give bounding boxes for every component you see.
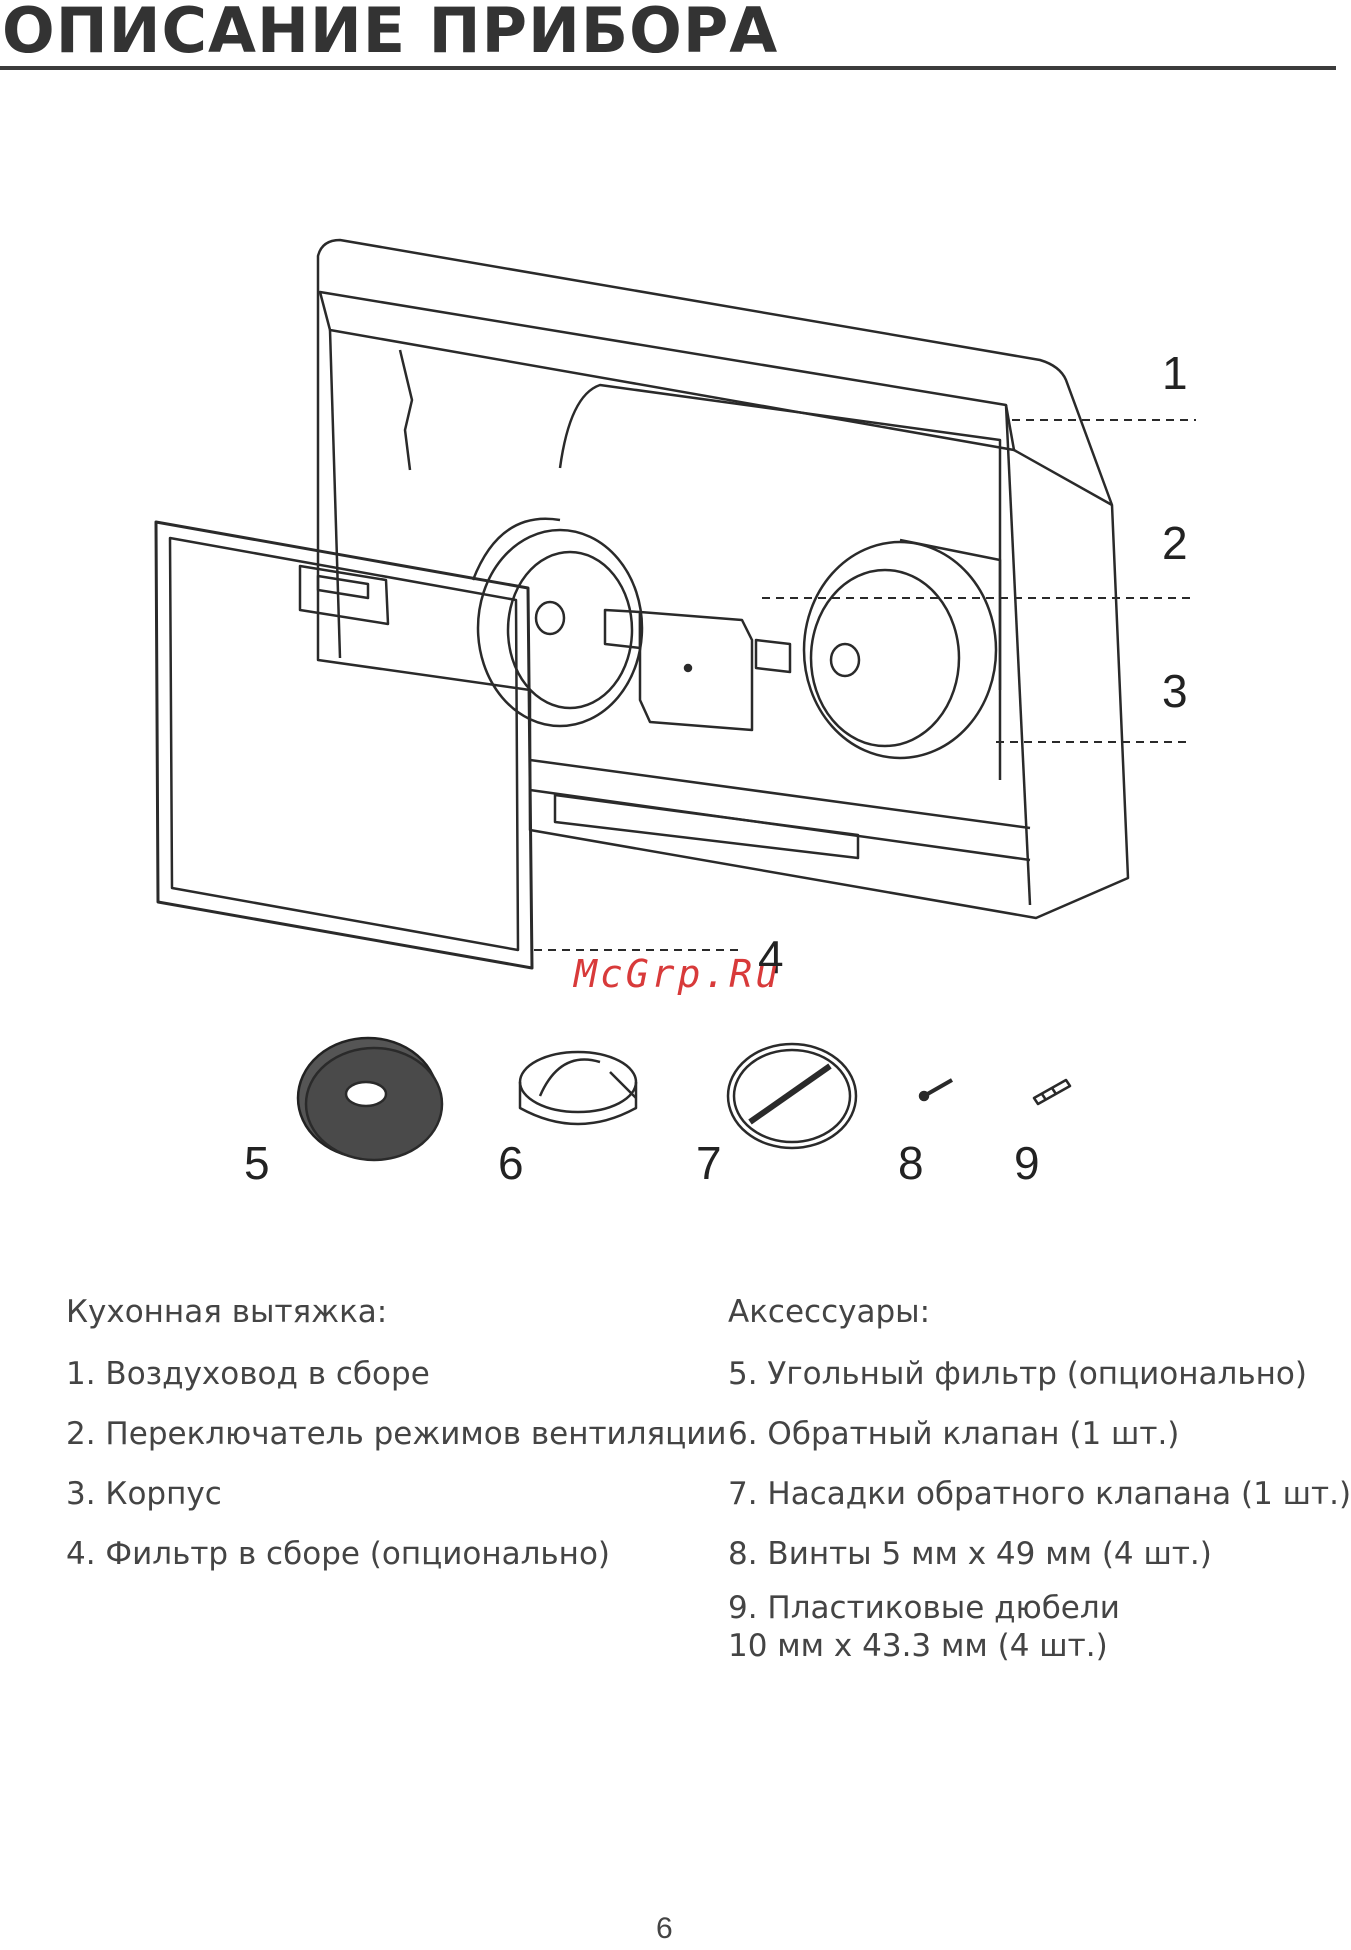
control-box <box>603 608 792 732</box>
kitchen-hood-item-4: 4. Фильтр в сборе (опционально) <box>66 1536 611 1572</box>
callout-8: 8 <box>898 1137 924 1189</box>
grease-filter <box>154 520 534 970</box>
accessories-heading: Аксессуары: <box>728 1294 931 1330</box>
screw <box>918 1078 953 1102</box>
page-title: ОПИСАНИЕ ПРИБОРА <box>2 0 779 67</box>
callout-2: 2 <box>1162 517 1188 569</box>
accessory-item-5: 5. Угольный фильтр (опционально) <box>728 1356 1307 1392</box>
accessory-item-9: 9. Пластиковые дюбели <box>728 1590 1120 1626</box>
callout-9: 9 <box>1014 1137 1040 1189</box>
dowel <box>1032 1078 1072 1106</box>
kitchen-hood-heading: Кухонная вытяжка: <box>66 1294 388 1330</box>
fan-right <box>802 538 1002 760</box>
callout-5: 5 <box>244 1137 270 1189</box>
title-underline <box>0 66 1336 70</box>
check-valve <box>518 1050 638 1126</box>
callout-leaders <box>534 419 1196 951</box>
callout-3: 3 <box>1162 665 1188 717</box>
callout-6: 6 <box>498 1137 524 1189</box>
hood-body <box>316 238 1130 920</box>
callout-7: 7 <box>696 1137 722 1189</box>
accessory-item-8: 8. Винты 5 мм x 49 мм (4 шт.) <box>728 1536 1212 1572</box>
callout-1: 1 <box>1162 347 1188 399</box>
kitchen-hood-item-3: 3. Корпус <box>66 1476 222 1512</box>
accessory-item-9-size: 10 мм x 43.3 мм (4 шт.) <box>728 1628 1108 1664</box>
valve-ring <box>726 1042 858 1150</box>
accessory-item-6: 6. Обратный клапан (1 шт.) <box>728 1416 1180 1452</box>
watermark: McGrp.Ru <box>574 952 782 996</box>
appliance-diagram <box>154 238 1196 1162</box>
page-number: 6 <box>656 1912 673 1945</box>
carbon-filter <box>296 1036 444 1162</box>
accessory-item-7: 7. Насадки обратного клапана (1 шт.) <box>728 1476 1351 1512</box>
kitchen-hood-item-2: 2. Переключатель режимов вентиляции <box>66 1416 727 1452</box>
fan-left <box>471 517 644 728</box>
kitchen-hood-item-1: 1. Воздуховод в сборе <box>66 1356 430 1392</box>
callout-4: 4 <box>758 931 784 983</box>
